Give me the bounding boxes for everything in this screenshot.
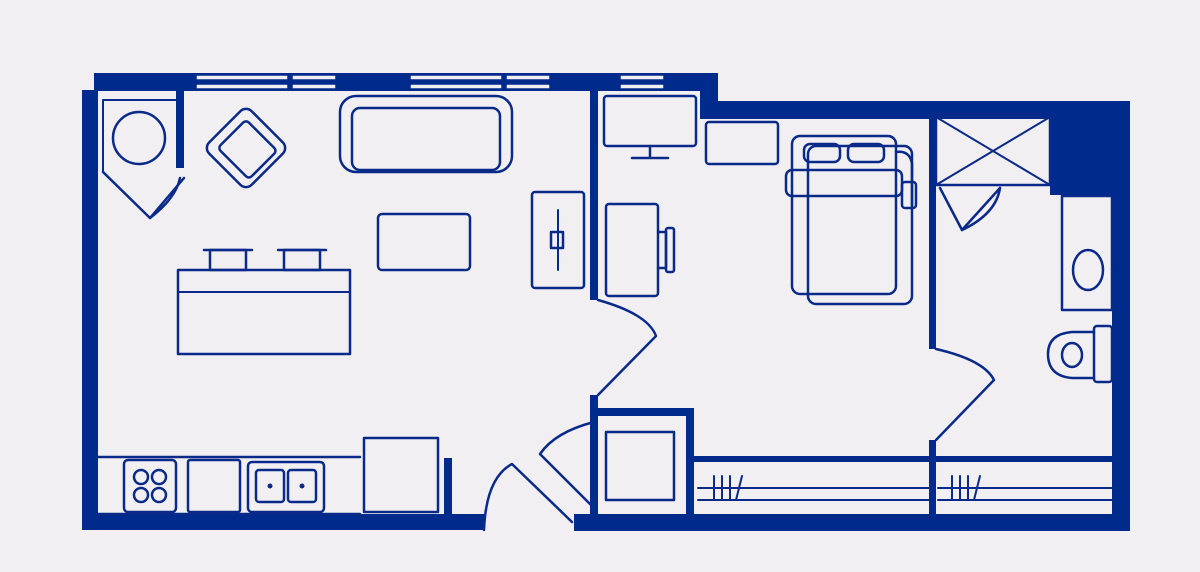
shower	[934, 115, 1052, 187]
windows	[195, 74, 665, 90]
armchair	[205, 107, 287, 189]
kitchen-counter	[96, 455, 362, 516]
washer-dryer	[604, 430, 676, 502]
desk-chair	[656, 226, 676, 274]
bar-stool	[202, 248, 254, 272]
round-table	[102, 99, 177, 173]
double-sink	[246, 460, 326, 514]
toilet	[1046, 324, 1114, 384]
bar-stool	[276, 248, 328, 272]
stove	[122, 458, 178, 514]
dresser	[704, 120, 780, 166]
kitchen-island	[176, 268, 352, 356]
doors	[101, 170, 1002, 532]
desk	[604, 202, 660, 298]
counter-cabinet	[186, 458, 242, 514]
walls	[82, 73, 1130, 531]
tv-stand	[530, 190, 586, 290]
wardrobe-rod	[937, 475, 1113, 501]
refrigerator	[362, 436, 440, 514]
monitor	[602, 94, 698, 160]
double-bed	[784, 134, 918, 306]
sofa	[338, 94, 514, 174]
coffee-table	[376, 212, 472, 272]
vanity-sink	[1060, 194, 1114, 312]
wardrobe-rod	[697, 475, 931, 501]
